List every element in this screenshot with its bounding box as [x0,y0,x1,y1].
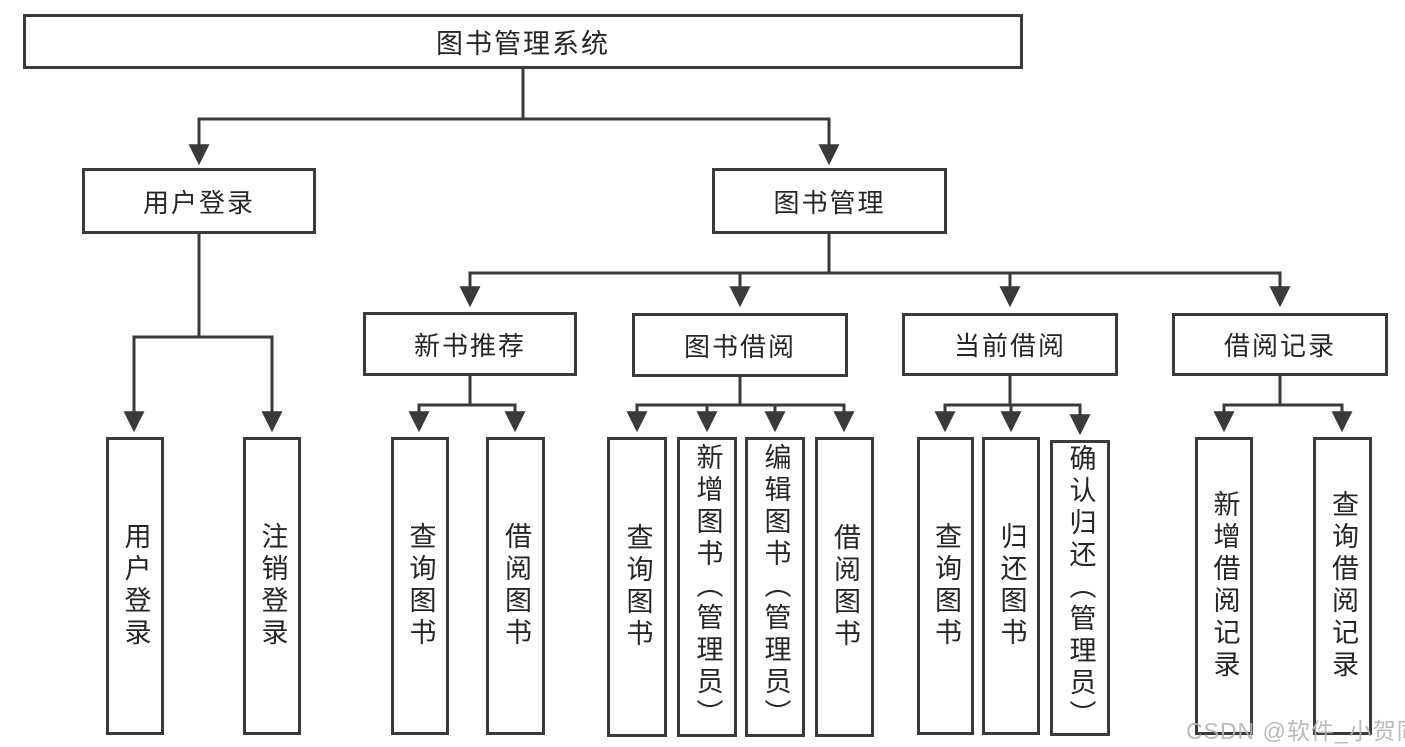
node-logout-leaf: 注销登录 [243,437,301,735]
node-label: 新增图书（管理员） [692,443,723,731]
node-label: 查询图书 [622,523,653,651]
node-label: 注销登录 [257,522,288,650]
node-borrow-books-recommend: 借阅图书 [486,437,545,735]
node-label: 查询图书 [931,522,961,650]
node-label: 归还图书 [996,522,1027,650]
node-label: 编辑图书（管理员） [760,443,791,731]
node-label: 新书推荐 [413,330,526,361]
node-label: 借阅图书 [830,523,860,651]
node-edit-books-admin: 编辑图书（管理员） [745,437,805,737]
node-borrow-books-leaf: 借阅图书 [815,437,874,737]
node-label: 查询图书 [405,522,436,650]
node-root: 图书管理系统 [23,14,1023,69]
node-confirm-return-admin: 确认归还（管理员） [1050,440,1110,736]
csdn-watermark: CSDN @软件_小贺同学 [1186,718,1405,744]
node-label: 确认归还（管理员） [1065,444,1096,732]
node-label: 图书借阅 [683,331,796,362]
node-label: 借阅图书 [501,522,531,650]
node-label: 图书管理 [773,187,886,218]
node-book-borrowing: 图书借阅 [632,313,848,377]
node-label: 用户登录 [142,187,255,218]
node-query-books-recommend: 查询图书 [391,437,449,735]
node-query-books-borrow: 查询图书 [607,437,667,737]
node-add-books-admin: 新增图书（管理员） [677,437,737,737]
node-return-books: 归还图书 [982,437,1040,735]
node-query-books-current: 查询图书 [917,437,974,735]
node-new-book-recommendation: 新书推荐 [363,312,577,376]
node-label: 图书管理系统 [436,29,610,59]
node-borrowing-records: 借阅记录 [1172,313,1388,376]
node-label: 当前借阅 [953,331,1066,361]
node-query-borrow-record: 查询借阅记录 [1313,437,1372,735]
node-add-borrow-record: 新增借阅记录 [1195,437,1253,735]
node-book-management: 图书管理 [712,168,947,234]
node-current-borrowing: 当前借阅 [902,313,1118,376]
node-label: 新增借阅记录 [1209,490,1240,682]
node-label: 查询借阅记录 [1328,490,1358,682]
node-user-login: 用户登录 [82,168,316,234]
node-label: 借阅记录 [1223,331,1336,361]
node-user-login-leaf: 用户登录 [106,437,164,735]
node-label: 用户登录 [120,522,151,650]
